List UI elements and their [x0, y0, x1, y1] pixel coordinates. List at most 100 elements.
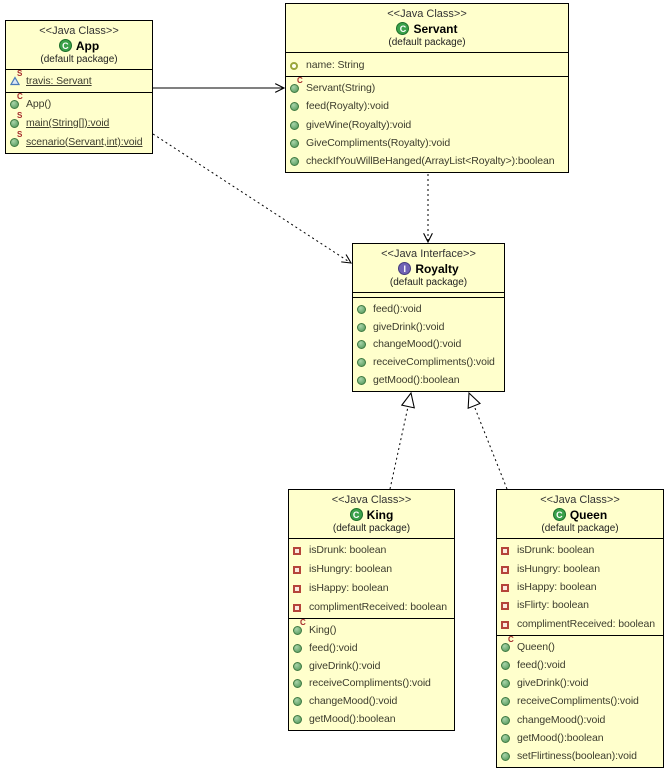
member-text: Queen() [517, 641, 555, 654]
public-method-icon [501, 695, 512, 707]
public-method-icon [501, 732, 512, 744]
member-row[interactable]: getMood():boolean [357, 371, 502, 389]
member-row[interactable]: feed():void [501, 656, 661, 674]
class-node-app[interactable]: <<Java Class>> C App (default package) S… [5, 20, 153, 154]
class-title: C App [8, 38, 150, 53]
member-text: isDrunk: boolean [309, 544, 387, 557]
member-row[interactable]: checkIfYouWillBeHanged(ArrayList<Royalty… [290, 152, 566, 170]
static-modifier: S [17, 69, 23, 78]
package-label: (default package) [332, 523, 411, 534]
stereotype-label: <<Java Class>> [540, 494, 620, 506]
fields-section: isDrunk: boolean isHungry: boolean isHappy… [289, 538, 454, 618]
member-row[interactable]: isHungry: boolean [293, 560, 452, 579]
member-row[interactable]: isHappy: boolean [293, 579, 452, 598]
member-row[interactable]: complimentReceived: boolean [501, 615, 661, 633]
member-row[interactable]: giveWine(Royalty):void [290, 115, 566, 133]
member-row[interactable]: feed():void [293, 639, 452, 657]
realization-queen-royalty[interactable] [467, 391, 508, 490]
class-icon: C [396, 22, 410, 35]
class-header: <<Java Class>> C App (default package) [6, 21, 152, 69]
member-text: isHungry: boolean [309, 563, 392, 576]
member-text: receiveCompliments():void [517, 695, 639, 708]
member-text: feed(Royalty):void [306, 100, 389, 113]
interface-header: <<Java Interface>> I Royalty (default pa… [353, 244, 504, 292]
member-row[interactable]: name: String [290, 55, 566, 74]
class-name: App [75, 38, 100, 53]
member-row[interactable]: GiveCompliments(Royalty):void [290, 134, 566, 152]
member-row[interactable]: isHappy: boolean [501, 578, 661, 596]
member-text: isDrunk: boolean [517, 544, 595, 557]
public-method-icon: C [10, 93, 23, 110]
public-method-icon [501, 659, 512, 671]
fields-section: name: String [286, 52, 568, 76]
member-text: changeMood():void [309, 695, 398, 708]
private-field-icon [501, 563, 512, 575]
member-row[interactable]: receiveCompliments():void [501, 692, 661, 710]
member-text: Servant(String) [306, 82, 376, 95]
member-row[interactable]: changeMood():void [357, 336, 502, 354]
member-row[interactable]: getMood():boolean [501, 729, 661, 747]
public-method-icon [357, 321, 368, 333]
package-label: (default package) [389, 277, 468, 288]
public-method-icon [293, 677, 304, 689]
member-row[interactable]: receiveCompliments():void [357, 353, 502, 371]
member-row[interactable]: receiveCompliments():void [293, 674, 452, 692]
member-row[interactable]: giveDrink():void [501, 674, 661, 692]
public-method-icon [357, 338, 368, 350]
member-row[interactable]: changeMood():void [501, 711, 661, 729]
dependency-app-royalty[interactable] [152, 133, 351, 263]
realization-king-royalty[interactable] [389, 391, 415, 490]
member-text: name: String [306, 58, 365, 71]
class-header: <<Java Class>> C Queen (default package) [497, 490, 663, 538]
member-row[interactable]: complimentReceived: boolean [293, 597, 452, 616]
private-field-icon [293, 601, 304, 613]
member-text: giveDrink():void [517, 677, 589, 690]
public-method-icon [293, 695, 304, 707]
interface-node-royalty[interactable]: <<Java Interface>> I Royalty (default pa… [352, 243, 505, 392]
member-text: receiveCompliments():void [373, 356, 495, 369]
constructor-modifier: C [508, 635, 514, 645]
class-node-king[interactable]: <<Java Class>> C King (default package) … [288, 489, 455, 731]
member-text: isHappy: boolean [309, 581, 389, 594]
member-row[interactable]: isDrunk: boolean [501, 541, 661, 559]
member-row[interactable]: getMood():boolean [293, 710, 452, 728]
member-row[interactable]: feed(Royalty):void [290, 97, 566, 115]
private-field-icon [293, 544, 304, 556]
public-method-icon: C [290, 77, 303, 94]
public-method-icon [293, 642, 304, 654]
member-row[interactable]: isHungry: boolean [501, 559, 661, 577]
member-row[interactable]: giveDrink():void [293, 657, 452, 675]
public-method-icon [290, 119, 301, 131]
member-text: main(String[]):void [26, 117, 110, 129]
public-method-icon [501, 750, 512, 762]
member-row[interactable]: changeMood():void [293, 692, 452, 710]
member-row[interactable]: isDrunk: boolean [293, 541, 452, 560]
class-node-queen[interactable]: <<Java Class>> C Queen (default package)… [496, 489, 664, 768]
member-row[interactable]: setFlirtiness(boolean):void [501, 747, 661, 765]
private-field-icon [501, 618, 512, 630]
public-method-icon [357, 374, 368, 386]
member-row[interactable]: isFlirty: boolean [501, 596, 661, 614]
class-name: Queen [569, 507, 608, 522]
member-row[interactable]: feed():void [357, 300, 502, 318]
member-row[interactable]: giveDrink():void [357, 318, 502, 336]
static-modifier: S [17, 129, 23, 139]
member-text: complimentReceived: boolean [517, 617, 655, 630]
public-method-icon [501, 714, 512, 726]
member-text: giveDrink():void [309, 659, 381, 672]
class-node-servant[interactable]: <<Java Class>> C Servant (default packag… [285, 3, 569, 173]
class-title: C Servant [288, 21, 566, 36]
public-method-icon [290, 155, 301, 167]
